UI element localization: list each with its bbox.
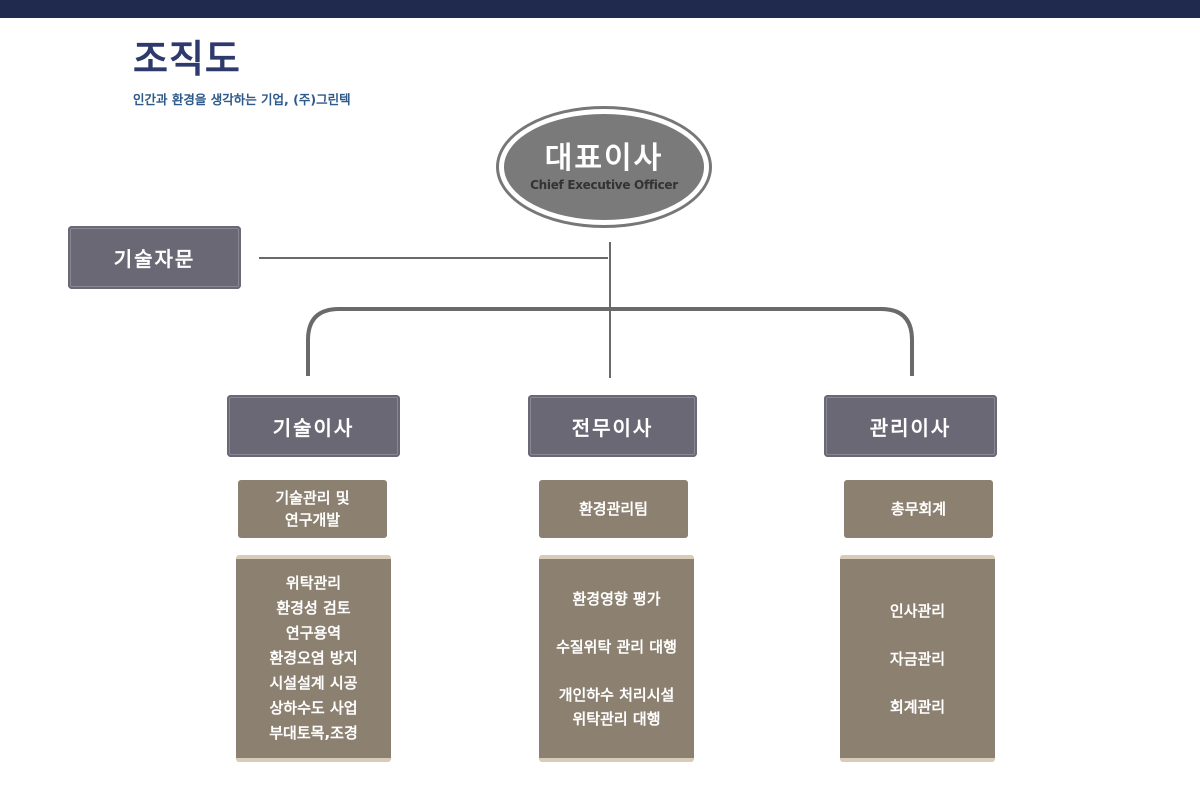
team-environment-box: 환경관리팀 [539,480,688,538]
team-tech-rnd-box: 기술관리 및 연구개발 [238,480,387,538]
team-general-accounting-box: 총무회계 [844,480,993,538]
duties-admin-box: 인사관리 자금관리 회계관리 [840,555,995,762]
top-bar [0,0,1200,18]
duty-item: 위탁관리 [285,574,342,592]
duty-item: 회계관리 [889,697,946,716]
ceo-node: 대표이사 Chief Executive Officer [496,106,712,228]
duty-item: 수질위탁 관리 대행 [556,637,677,656]
page-subtitle: 인간과 환경을 생각하는 기업, (주)그린텍 [133,92,351,107]
duty-item: 인사관리 [889,601,946,620]
ceo-ellipse: 대표이사 Chief Executive Officer [504,114,704,220]
duty-item: 개인하수 처리시설 위탁관리 대행 [558,685,675,728]
duty-item: 상하수도 사업 [269,699,358,717]
duty-item: 연구용역 [285,624,342,642]
director-tech-box: 기술이사 [227,395,400,457]
duties-executive-box: 환경영향 평가 수질위탁 관리 대행 개인하수 처리시설 위탁관리 대행 [539,555,694,762]
duty-item: 환경오염 방지 [269,649,358,667]
page-title: 조직도 [133,37,241,81]
duty-item: 부대토목,조경 [269,724,358,742]
duties-tech-box: 위탁관리 환경성 검토 연구용역 환경오염 방지 시설설계 시공 상하수도 사업… [236,555,391,762]
directors-bracket [306,307,914,376]
director-admin-box: 관리이사 [824,395,997,457]
duty-item: 시설설계 시공 [269,674,358,692]
ceo-subtitle: Chief Executive Officer [530,178,678,192]
duty-item: 환경성 검토 [276,599,351,617]
duty-item: 환경영향 평가 [572,589,661,608]
director-executive-box: 전무이사 [528,395,697,457]
ceo-title: 대표이사 [544,141,664,176]
duty-item: 자금관리 [889,649,946,668]
advisor-box: 기술자문 [68,226,241,289]
